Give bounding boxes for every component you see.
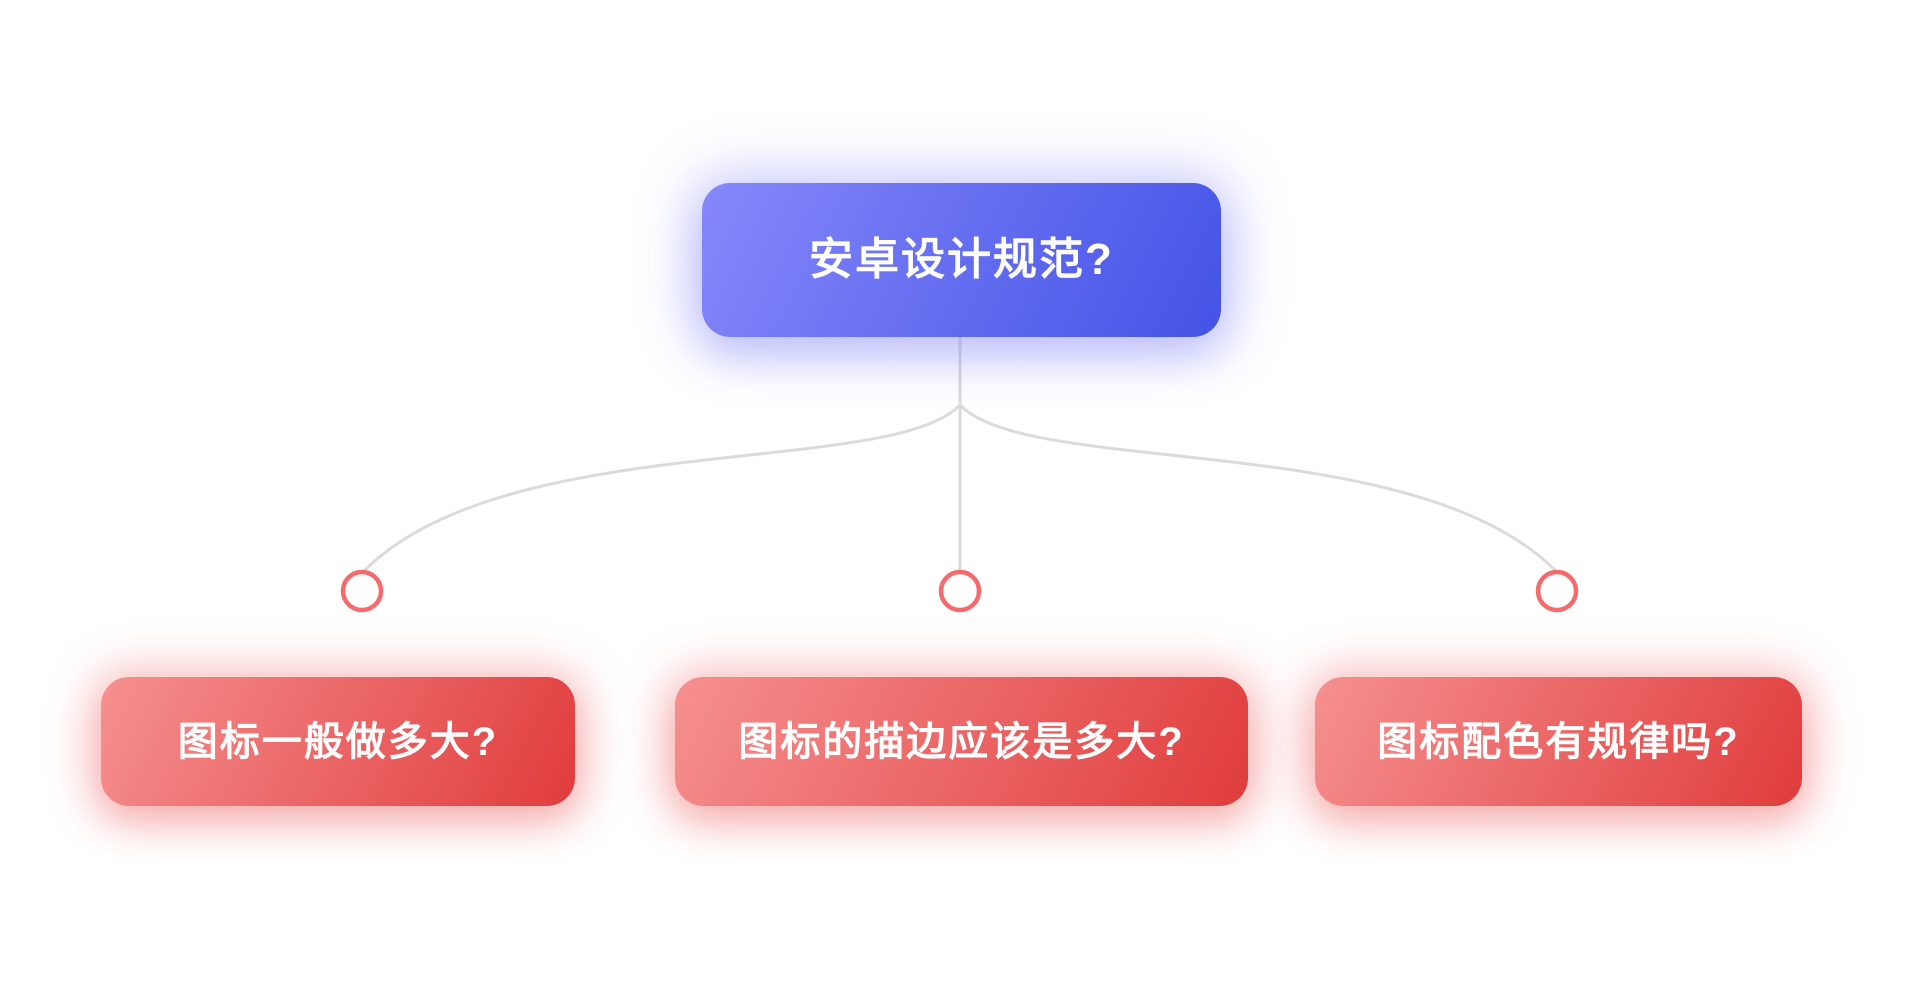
node-root-label: 安卓设计规范? (809, 235, 1114, 284)
node-child-label: 图标配色有规律吗? (1377, 719, 1740, 764)
node-child-label: 图标的描边应该是多大? (738, 719, 1185, 764)
branch-anchor-circle-left[interactable] (340, 569, 384, 613)
node-child-icon-size[interactable]: 图标一般做多大? (101, 677, 575, 806)
connector-left (361, 403, 962, 574)
node-root[interactable]: 安卓设计规范? (702, 183, 1221, 337)
connector-right (958, 403, 1559, 574)
node-child-stroke-width[interactable]: 图标的描边应该是多大? (675, 677, 1248, 806)
branch-anchor-circle-middle[interactable] (938, 569, 982, 613)
branch-anchor-circle-right[interactable] (1535, 569, 1579, 613)
node-child-color-rules[interactable]: 图标配色有规律吗? (1315, 677, 1802, 806)
node-child-label: 图标一般做多大? (177, 719, 499, 764)
